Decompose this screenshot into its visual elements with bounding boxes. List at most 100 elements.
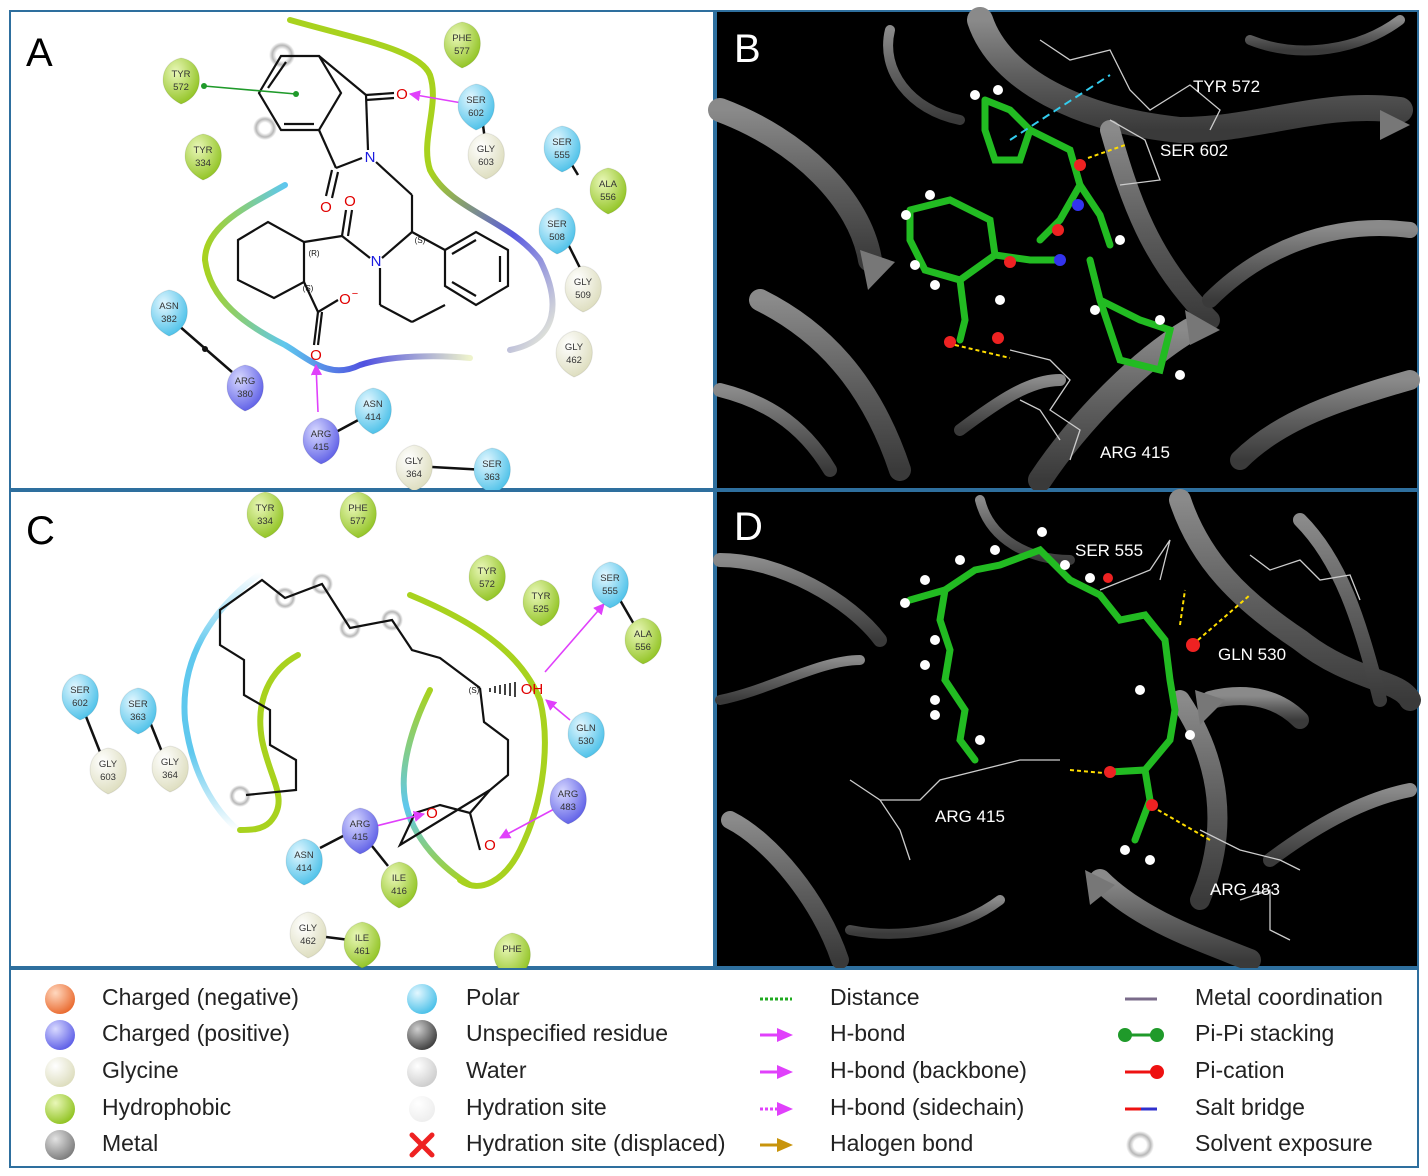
residue-name: GLY [161,757,180,768]
residue-name: ILE [392,873,406,884]
legend-label: Hydration site [466,1094,607,1120]
residue-blob-hydrophobic [184,133,222,181]
panel-a-label: A [26,31,53,75]
residue-name: ARG [311,429,332,440]
ribbon-arrowhead [1380,110,1410,140]
residue-name: ARG [350,819,371,830]
legend-label: Unspecified residue [466,1020,668,1046]
atom-o: O [320,199,332,216]
residue-label-3d: SER 602 [1160,141,1228,160]
residue-number: 382 [161,314,177,325]
legend-label: Glycine [102,1057,179,1083]
residue-blob-glycine [289,911,327,959]
residue-blob-positive [549,777,587,825]
ribbon-arrowhead [1185,310,1220,345]
legend-label: H-bond [830,1020,905,1046]
residue-name: GLY [299,923,318,934]
residue-blob-glycine [467,132,505,180]
residue-blob-polar [150,289,188,337]
residue-name: GLY [405,456,424,467]
residue-blob-polar [538,207,576,255]
residue-sticks [1009,39,1221,461]
legend-label: Halogen bond [830,1130,973,1156]
legend-label: Hydrophobic [102,1094,231,1120]
residue-number: 462 [566,355,582,366]
residue-name: SER [466,95,486,106]
residue-number: 572 [173,82,189,93]
residue-name: TYR [478,566,497,577]
residue-name: TYR [532,591,551,602]
residue-number: 530 [578,736,594,747]
ligand-3d [906,96,1175,375]
panel-c: C OH O O (S) [9,490,715,980]
residue-blob-hydrophobic [522,579,560,627]
residue-link [335,416,363,434]
pi-pi-dot [201,83,207,89]
h-bond [408,90,463,104]
residue-number: 603 [478,157,494,168]
h-bond-3d [1157,809,1211,841]
protein-ribbon [713,489,1421,971]
residue-name: SER [128,699,148,710]
nitrogen-atoms [1054,199,1084,266]
residue-number: 461 [354,946,370,957]
residue-name: ALA [634,629,653,640]
legend-swatch-glycine [45,1057,75,1087]
legend-swatch-water [407,1057,437,1087]
residue-number: 414 [365,412,381,423]
residue-link [618,599,637,627]
residue-blob-glycine [555,330,593,378]
residue-number: 602 [72,698,88,709]
pocket-contour [237,652,301,833]
legend-swatch-metal [45,1130,75,1160]
residue-blob-hydrophobic [443,21,481,69]
legend-swatch-pipi [1118,1028,1164,1042]
stereo-label: (S) [303,284,314,293]
residue-name: GLY [565,342,584,353]
panel-d: SER 555 GLN 530 ARG 415 ARG 483 D [713,489,1421,971]
residue-number: 508 [549,232,565,243]
ribbon-arrowhead [860,250,895,290]
legend-label: Metal coordination [1195,984,1383,1010]
h-bond-3d [1179,589,1186,626]
legend-label: Water [466,1057,527,1083]
residue-blob-polar [567,711,605,759]
residue-link [83,713,102,753]
residue-number: 602 [468,108,484,119]
h-bond-3d [1197,594,1251,641]
residue-group: TYR334PHE577TYR572TYR525SER555ALA556SER6… [61,491,662,980]
stereo-label: (S) [415,236,426,245]
legend-swatch-hydration [409,1096,435,1122]
legend-swatch-halogen [760,1138,793,1152]
legend-frame [9,968,1419,1168]
panel-a: A [9,10,715,495]
residue-blob-polar [354,387,392,435]
residue-link [371,845,389,867]
charge-negative: − [352,288,358,300]
ribbon-arrowhead [1195,690,1225,725]
legend-swatch-hbond-backbone [760,1065,793,1079]
residue-blob-polar [61,673,99,721]
residue-label-3d: SER 555 [1075,541,1143,560]
residue-group: PHE577TYR572SER602GLY603TYR334SER555ALA5… [150,21,627,495]
residue-number: 363 [484,472,500,483]
link-dot [202,346,208,352]
residue-blob-glycine [89,747,127,795]
residue-number: 364 [406,469,422,480]
hydrogens [901,85,1185,380]
